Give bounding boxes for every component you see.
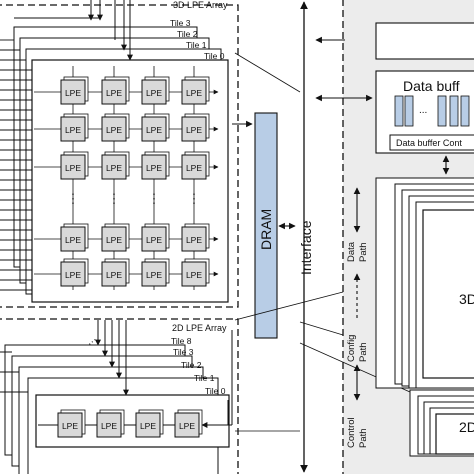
lpe-cell-3d: LPE: [181, 76, 210, 105]
lpe-cell-3d: LPE: [101, 113, 130, 142]
input-lines-3d: [0, 39, 32, 291]
lpe-cell-3d: LPE: [141, 151, 170, 180]
feed-lines-2d: [0, 320, 233, 428]
lpe-label: LPE: [65, 235, 81, 245]
lpe-label: LPE: [186, 163, 202, 173]
lpe-label: LPE: [146, 163, 162, 173]
lpe-label: LPE: [106, 125, 122, 135]
lpe-cell-3d: LPE: [181, 113, 210, 142]
lpe-cell-2d: LPE: [96, 409, 125, 438]
block-2d-label: 2D: [459, 419, 474, 435]
data-buffer-dots: ...: [419, 105, 427, 116]
lpe-cell-3d: LPE: [101, 223, 130, 252]
tile-2d-label-8: Tile 8: [171, 336, 192, 346]
tiles-2d: Tile 8 Tile 3 Tile 2 Tile 1 Tile 0 ···: [4, 335, 230, 474]
lpe-cell-3d: LPE: [60, 223, 89, 252]
lpe-label: LPE: [65, 270, 81, 280]
lpe-label: LPE: [65, 88, 81, 98]
lpe-label: LPE: [146, 125, 162, 135]
lpe-cell-3d: LPE: [101, 76, 130, 105]
dram-block: [254, 112, 278, 339]
buffer-cell: [437, 95, 447, 127]
data-path-label-2: Path: [358, 242, 369, 262]
tile-3d-label-1: Tile 1: [186, 40, 207, 50]
tile-3d-label-2: Tile 2: [177, 29, 198, 39]
lpe-label: LPE: [146, 235, 162, 245]
lpe-label: LPE: [146, 270, 162, 280]
tile-2d-label-0: Tile 0: [205, 386, 226, 396]
interface-label: Interface: [298, 220, 314, 275]
lpe-cell-3d: LPE: [181, 258, 210, 287]
grid-ellipsis: ⋮: [148, 191, 161, 206]
lpe-cell-3d: LPE: [60, 113, 89, 142]
data-buffer-control-block: [389, 134, 474, 151]
buffer-cell: [460, 95, 470, 127]
lpe-cell-3d: LPE: [181, 151, 210, 180]
lpe-cell-2d: LPE: [57, 409, 86, 438]
lpe-label: LPE: [101, 421, 117, 431]
grid-ellipsis: ⋮: [67, 191, 80, 206]
lpe-label: LPE: [186, 125, 202, 135]
array-2d-title: 2D LPE Array: [172, 323, 227, 333]
lpe-cell-3d: LPE: [141, 76, 170, 105]
top-right-block: [375, 22, 474, 60]
lpe-cell-2d: LPE: [174, 409, 203, 438]
lpe-label: LPE: [186, 88, 202, 98]
data-buffer-title: Data buff: [403, 78, 460, 94]
lpe-row-2d: LPE LPE LPE LPE: [38, 409, 203, 438]
lpe-label: LPE: [179, 421, 195, 431]
block-3d-label: 3D: [459, 291, 474, 307]
buffer-cell: [404, 95, 414, 127]
config-path-label-2: Path: [358, 342, 369, 362]
lpe-cell-3d: LPE: [60, 76, 89, 105]
lpe-cell-3d: LPE: [60, 258, 89, 287]
lpe-cell-3d: LPE: [101, 151, 130, 180]
block-3d-stack: 3D: [375, 177, 474, 389]
lpe-label: LPE: [106, 270, 122, 280]
tile-2d-label-1: Tile 1: [194, 373, 215, 383]
config-path-label-1: Config: [346, 335, 357, 362]
lpe-label: LPE: [62, 421, 78, 431]
lpe-label: LPE: [65, 125, 81, 135]
tile-2d-label-2: Tile 2: [181, 360, 202, 370]
lpe-label: LPE: [106, 235, 122, 245]
tile-3d-label-0: Tile 0: [204, 51, 225, 61]
buffer-cell: [449, 95, 459, 127]
tile-3d-label-3: Tile 3: [170, 18, 191, 28]
grid-ellipsis: ⋮: [108, 191, 121, 206]
array-3d-title: 3D LPE Array: [173, 0, 228, 10]
lpe-label: LPE: [65, 163, 81, 173]
lpe-cell-3d: LPE: [101, 258, 130, 287]
lpe-label: LPE: [186, 235, 202, 245]
data-buffer-control-label: Data buffer Cont: [396, 138, 462, 148]
data-path-label-1: Data: [346, 241, 357, 262]
array-3d-region: [0, 4, 239, 308]
lpe-label: LPE: [146, 88, 162, 98]
lpe-cell-3d: LPE: [181, 223, 210, 252]
lpe-cell-3d: LPE: [141, 223, 170, 252]
lpe-cell-3d: LPE: [141, 258, 170, 287]
array-2d-region: [0, 318, 239, 474]
lpe-label: LPE: [106, 88, 122, 98]
control-path-label-1: Control: [346, 417, 357, 448]
dram-label: DRAM: [258, 209, 274, 250]
lpe-cell-2d: LPE: [135, 409, 164, 438]
data-buffer-cells: [394, 95, 470, 127]
lpe-cell-3d: LPE: [60, 151, 89, 180]
top-feed-lines: [14, 0, 133, 61]
lpe-label: LPE: [140, 421, 156, 431]
control-path-label-2: Path: [358, 428, 369, 448]
tile-2d-label-3: Tile 3: [173, 347, 194, 357]
lpe-label: LPE: [106, 163, 122, 173]
lpe-grid-3d: LPE LPE LPE LPE LPE LPE LPE LPE LPE LPE LPE LPE LPE L…: [34, 66, 219, 290]
buffer-cell: [394, 95, 404, 127]
lpe-cell-3d: LPE: [141, 113, 170, 142]
grid-ellipsis: ⋮: [188, 191, 201, 206]
lpe-label: LPE: [186, 270, 202, 280]
block-2d-stack: 2D: [409, 389, 474, 457]
